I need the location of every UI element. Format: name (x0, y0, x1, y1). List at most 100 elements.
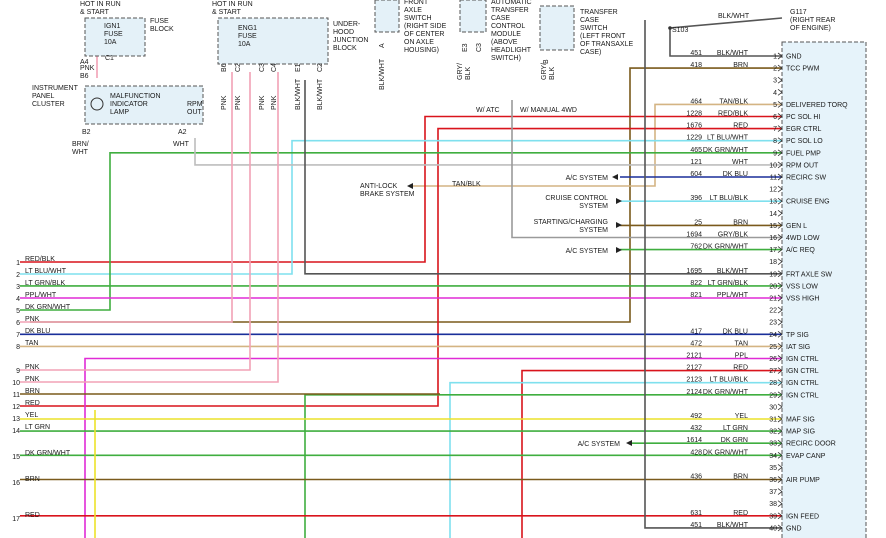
pcm-pin-function: IGN CTRL (786, 380, 819, 387)
pcm-pin-number: 30 (769, 404, 777, 411)
pin-chevron (777, 379, 783, 387)
pcm-pin-function: AIR PUMP (786, 477, 820, 484)
wire-color-label: LT BLU/BLK (710, 195, 749, 202)
underhood-junction-block (217, 17, 329, 65)
pcm-pin-function: IGN CTRL (786, 392, 819, 399)
pcm-pin-number: 11 (770, 175, 777, 182)
left-row-number: 16 (12, 480, 20, 487)
ac-system-label-1: A/C SYSTEM (566, 175, 609, 182)
pcm-pin-function: PC SOL LO (786, 138, 823, 145)
with-atc-label: W/ ATC (476, 107, 500, 114)
pcm-pin-function: IGN CTRL (786, 356, 819, 363)
pcm-pin-number: 12 (769, 187, 777, 194)
pcm-pin-function: IAT SIG (786, 344, 810, 351)
cruise-arrow-icon (616, 198, 622, 204)
pin-chevron (777, 76, 783, 84)
wire-color-label: DK BLU (723, 171, 748, 178)
wire-color-label: BRN (733, 62, 748, 69)
left-wire-color: BRN (25, 388, 40, 395)
pcm-pin-number: 6 (773, 114, 777, 121)
circuit-number: 465 (690, 147, 702, 154)
pin-chevron (777, 512, 783, 520)
pin-b6: B6 (80, 73, 89, 80)
circuit-number: 472 (690, 340, 702, 347)
pcm-pin-function: GEN L (786, 223, 807, 230)
pin-chevron (777, 222, 783, 229)
pin-chevron (777, 343, 783, 350)
left-row-number: 11 (13, 392, 20, 399)
left-row-number: 17 (12, 516, 20, 523)
junction-wire-label: PNK (271, 95, 278, 110)
pin-chevron (777, 185, 783, 193)
circuit-number: 1695 (686, 268, 702, 275)
wire-color-label: DK GRN (721, 437, 748, 444)
hot-in-run-label-2: HOT IN RUN& START (212, 1, 253, 16)
pin-chevron (777, 270, 783, 278)
pcm-pin-number: 4 (773, 90, 777, 97)
circuit-number: 418 (690, 62, 702, 69)
tcs-pin: B (543, 59, 550, 64)
wire-ign-ctrl-1 (84, 357, 782, 538)
wire-pc-sol-hi (20, 115, 782, 263)
wire-color-label: LT BLU/BLK (710, 377, 749, 384)
pcm-pin-number: 9 (773, 150, 777, 157)
wire-color-label: PPL (735, 353, 748, 360)
wire-color-label: BLK/WHT (717, 268, 749, 275)
wire-color-label: LT GRN/BLK (708, 280, 749, 287)
circuit-number: 436 (690, 474, 702, 481)
left-row-number: 4 (16, 296, 20, 303)
wire-color-label: DK GRN/WHT (703, 449, 749, 456)
circuit-number: 822 (690, 280, 702, 287)
pcm-pin-function: RPM OUT (786, 162, 819, 169)
pcm-pin-number: 24 (769, 332, 777, 339)
pin-a2: A2 (178, 129, 187, 136)
pcm-pin-function: VSS HIGH (786, 296, 819, 303)
pin-a4: A4 (80, 59, 89, 66)
pcm-pin-number: 19 (769, 271, 777, 278)
wire-color-label: DK GRN/WHT (703, 389, 749, 396)
pcm-pin-number: 7 (773, 126, 777, 133)
wire-color-label: TAN (735, 340, 748, 347)
junction-wire-label: BLK/WHT (317, 78, 324, 110)
pcm-pin-number: 33 (769, 441, 777, 448)
front-axle-wire-label: BLK/WHT (379, 58, 386, 90)
wire-color-label: DK BLU (723, 328, 748, 335)
pin-chevron (777, 149, 783, 157)
circuit-number: 1694 (686, 232, 702, 239)
front-axle-switch-box (374, 0, 400, 33)
circuit-number: 492 (690, 413, 702, 420)
wire-fuel-pmp (20, 152, 782, 311)
tcs-wire-label: GRY/BLK (541, 63, 556, 80)
circuit-number: 1229 (686, 135, 702, 142)
junction-pin: E1 (295, 63, 302, 72)
connector-c1: C1 (105, 55, 114, 62)
pcm-pin-function: FRT AXLE SW (786, 271, 832, 278)
left-row-number: 3 (16, 284, 20, 291)
pcm-pin-number: 2 (773, 66, 777, 73)
pin-b2: B2 (82, 129, 91, 136)
wire-color-label: YEL (735, 413, 748, 420)
pcm-pin-number: 16 (769, 235, 777, 242)
splice-dot (668, 26, 672, 30)
pcm-pin-number: 28 (769, 380, 777, 387)
left-row-number: 15 (12, 454, 20, 461)
pcm-pin-number: 37 (769, 489, 777, 496)
pcm-pin-number: 40 (769, 525, 777, 532)
left-row-number: 2 (16, 272, 20, 279)
pcm-pin-function: VSS LOW (786, 283, 818, 290)
pin-chevron (777, 427, 783, 435)
left-wire-color: LT BLU/WHT (25, 268, 67, 275)
front-axle-pin: A (379, 43, 386, 48)
circuit-number: 631 (690, 510, 702, 517)
pin-chevron (777, 367, 783, 374)
wire-4wd-low (511, 100, 782, 239)
pin-chevron (777, 500, 783, 508)
wire-ign-ctrl-3 (449, 381, 782, 538)
pcm-pin-function: EGR CTRL (786, 126, 822, 133)
pcm-pin-number: 26 (769, 356, 777, 363)
